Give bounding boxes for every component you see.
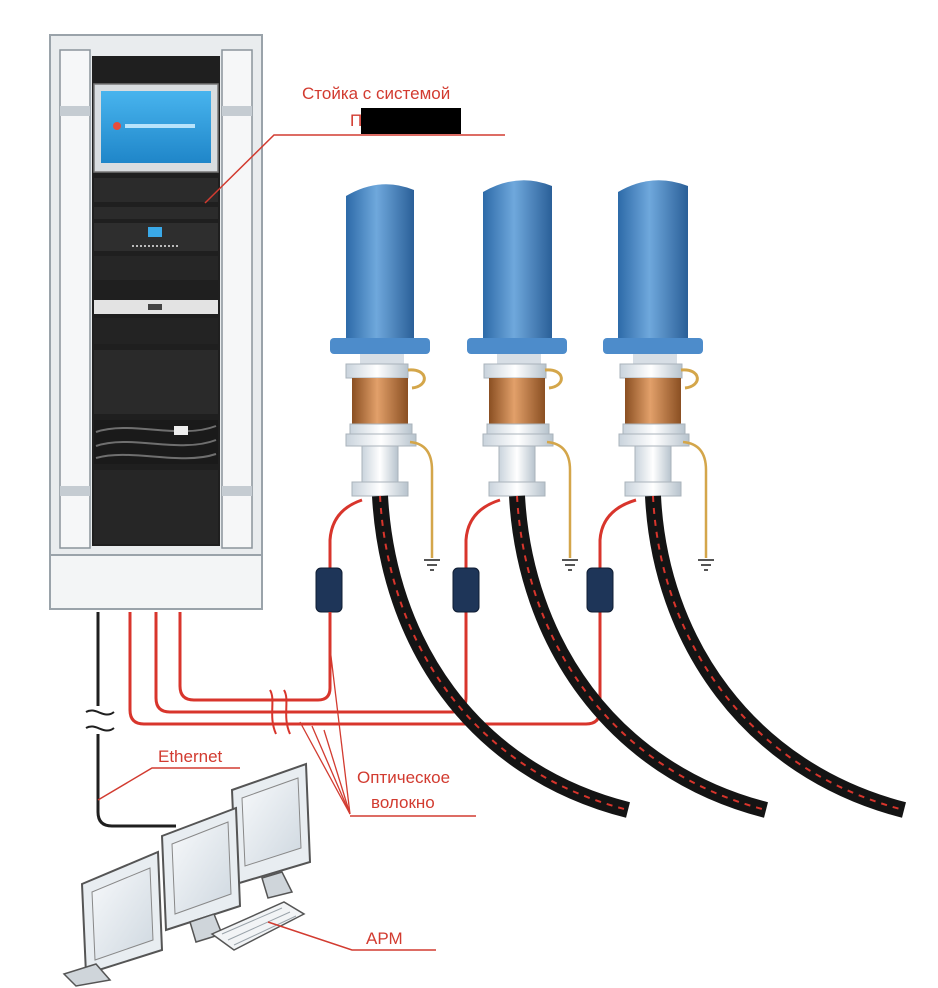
rack-label-line2: П: [350, 111, 362, 130]
ground-icon: [698, 559, 714, 571]
optical-converter-icon: [315, 567, 343, 613]
sensor-coil-icon: [489, 378, 545, 424]
sensor-coil-icon: [352, 378, 408, 424]
sensor-coil-icon: [625, 378, 681, 424]
monitor-left-icon: [62, 850, 164, 987]
monitor-right-icon: [230, 762, 312, 899]
rack-label-line1: Стойка с системой: [302, 84, 450, 103]
rack-label: Стойка с системой П: [204, 84, 505, 204]
bushing-1: [315, 184, 440, 620]
fiber-label-line1: Оптическое: [357, 768, 450, 787]
redaction-box: [361, 108, 461, 134]
hv-cables: [372, 495, 906, 818]
keyboard-icon: [210, 901, 306, 951]
ethernet-cable: [85, 612, 176, 828]
arm-label-text: АРМ: [366, 929, 403, 948]
ethernet-label-text: Ethernet: [158, 747, 223, 766]
bushing-3: [586, 180, 714, 613]
optical-fiber-bundle: [128, 600, 602, 735]
optical-converter-icon: [586, 567, 614, 613]
fiber-label-line2: волокно: [371, 793, 435, 812]
bushing-2: [452, 180, 578, 613]
rack-indicator-icon: [148, 227, 162, 237]
monitor-middle-icon: [160, 806, 242, 943]
fiber-label: Оптическое волокно: [299, 647, 476, 817]
server-rack: [49, 34, 263, 610]
ground-icon: [562, 559, 578, 571]
optical-converter-icon: [452, 567, 480, 613]
ground-icon: [424, 559, 440, 571]
ethernet-label: Ethernet: [97, 747, 240, 801]
arm-label: АРМ: [267, 921, 436, 951]
workstation: [62, 762, 312, 987]
